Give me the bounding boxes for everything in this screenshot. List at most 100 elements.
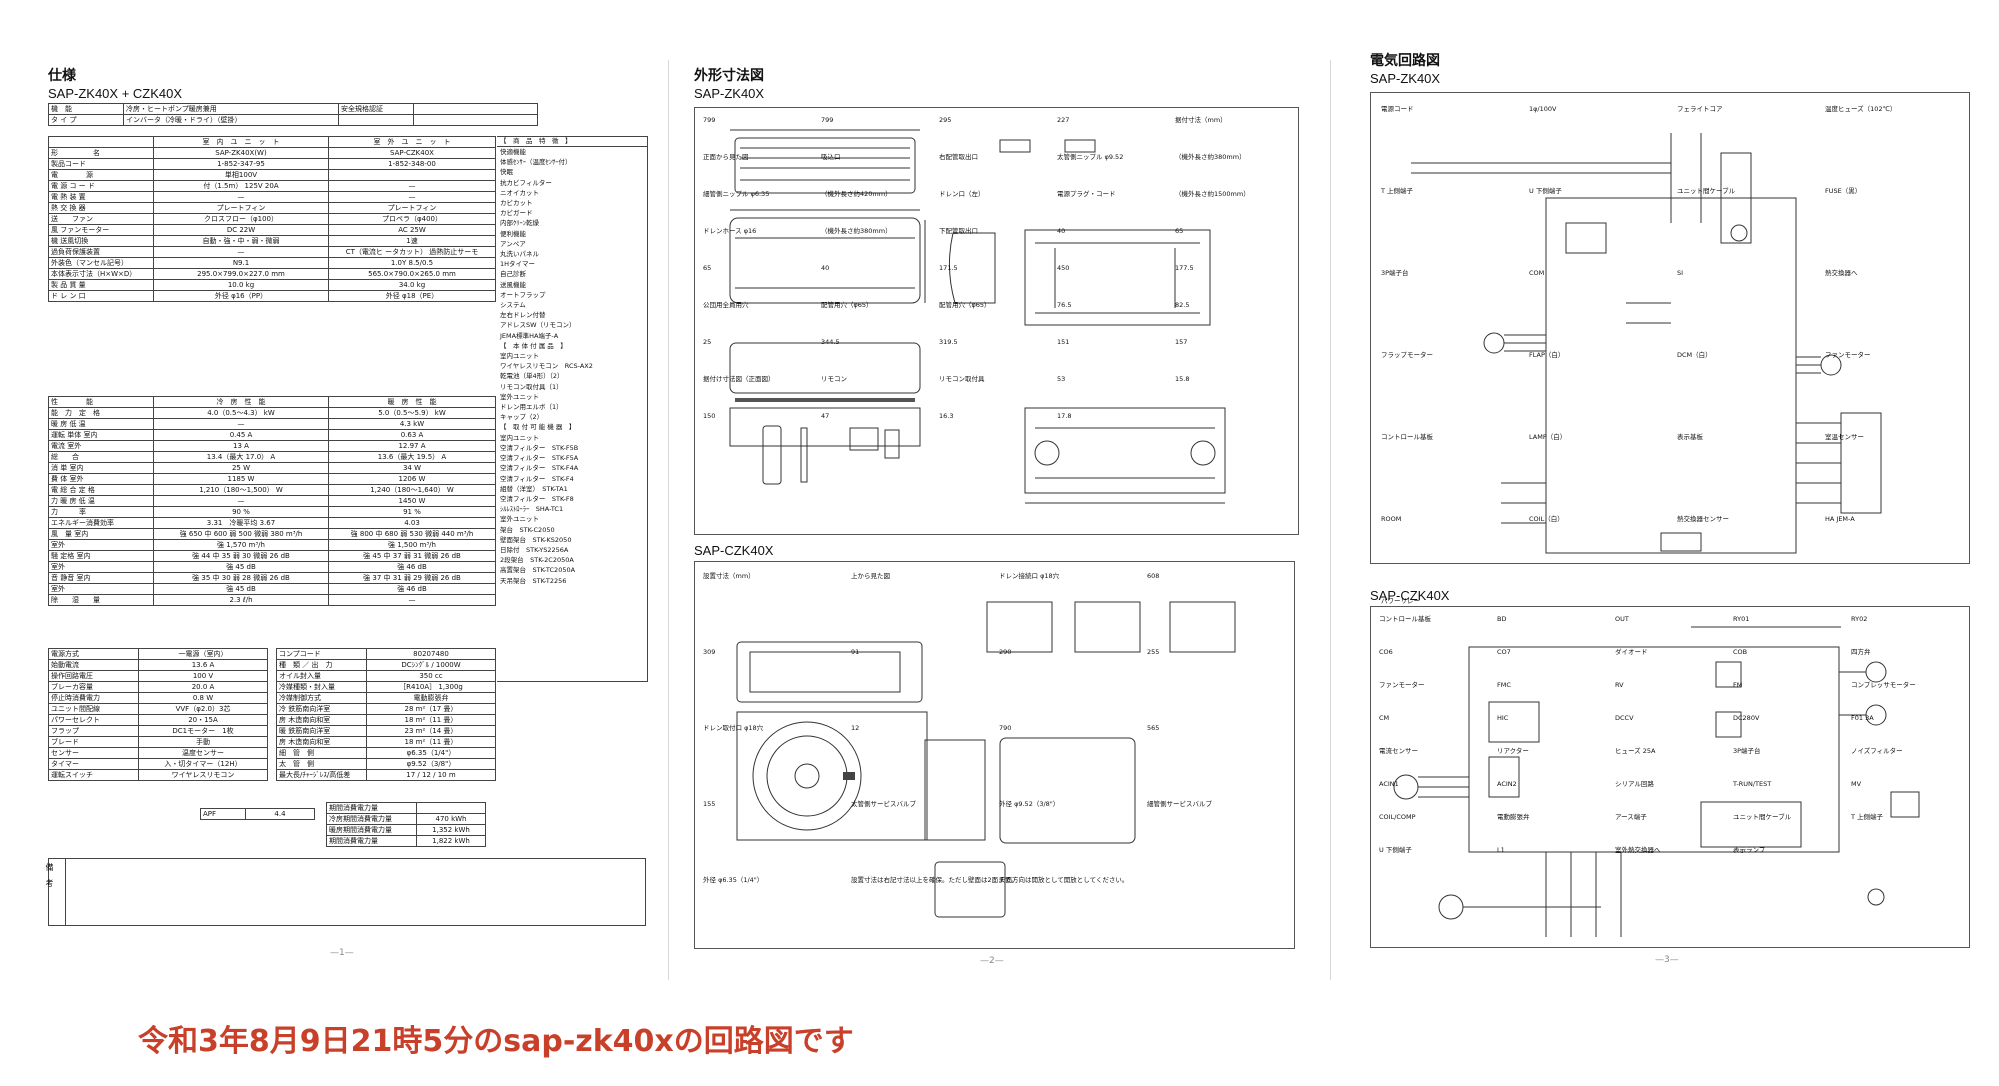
drawing-label: 565 — [1147, 724, 1160, 732]
table-cell: 製品コード — [48, 158, 154, 170]
circuit-page-number: —3— — [1655, 955, 1679, 965]
drawing-label: コントロール基板 — [1379, 615, 1431, 623]
drawing-label: ACIN2 — [1497, 780, 1517, 788]
drawing-label: 150 — [703, 412, 716, 420]
table-cell: DC1モーター 1枚 — [138, 725, 268, 737]
drawing-label: OUT — [1615, 615, 1629, 623]
table-cell: 350 cc — [366, 670, 496, 682]
drawing-label: CO7 — [1497, 648, 1511, 656]
table-cell: ワイヤレスリモコン — [138, 769, 268, 781]
spec-page-number: —1— — [330, 948, 354, 958]
table-cell: 機 能 — [48, 103, 124, 115]
table-row: ブレード手動 — [48, 736, 268, 748]
page-gap-2 — [1330, 60, 1331, 980]
table-cell — [413, 114, 538, 126]
feature-item: 抗カビフィルター — [500, 178, 552, 187]
drawing-label: 室外熱交換器へ — [1615, 846, 1661, 854]
circuit-page: 電気回路図 SAP-ZK40X — [1340, 50, 1980, 970]
drawing-label: RY02 — [1851, 615, 1868, 623]
table-cell: 25 W — [153, 462, 329, 474]
table-cell: 費 体 室外 — [48, 473, 154, 485]
table-cell: 細 管 側 — [276, 747, 367, 759]
table-cell: 始動電流 — [48, 659, 139, 671]
table-cell: 電 熱 装 置 — [48, 191, 154, 203]
table-cell: クロスフロー（φ100） — [153, 213, 329, 225]
table-cell: 力 暖 房 低 温 — [48, 495, 154, 507]
table-cell: 電源方式 — [48, 648, 139, 660]
table-cell: 91 % — [328, 506, 496, 518]
drawing-label: HIC — [1497, 714, 1509, 722]
drawing-label: 表示ランプ — [1733, 846, 1766, 854]
drawing-label: 608 — [1147, 572, 1160, 580]
table-cell: 90 % — [153, 506, 329, 518]
drawing-label: DC280V — [1733, 714, 1760, 722]
table-cell: DCｼﾝｸﾞﾙ / 1000W — [366, 659, 496, 671]
drawing-label: パワーリレー — [1381, 597, 1420, 605]
drawing-label: 3P端子台 — [1381, 269, 1409, 277]
caption-text: 令和3年8月9日21時5分のsap-zk40xの回路図です — [138, 1024, 854, 1059]
feature-item: 室内ユニット — [500, 433, 539, 442]
drawing-label: ROOM — [1381, 515, 1402, 523]
table-cell: 力 率 — [48, 506, 154, 518]
table-cell: 295.0×799.0×227.0 mm — [153, 268, 329, 280]
drawing-label: 17.8 — [1057, 412, 1072, 420]
feature-item: 空清フィルター STK-F5A — [500, 454, 579, 463]
dimension-model-bottom: SAP-CZK40X — [694, 543, 774, 558]
table-cell: 強 44 中 35 弱 30 微弱 26 dB — [153, 550, 329, 562]
table-cell: 製 品 質 量 — [48, 279, 154, 291]
table-cell: 能 力 定 格 — [48, 407, 154, 419]
drawing-label: 下配管取出口 — [939, 227, 978, 235]
table-cell: 強 800 中 680 弱 530 微弱 440 m³/h — [328, 528, 496, 540]
table-row: 冷媒制御方式電動膨張弁 — [276, 692, 496, 704]
table-cell: 期間消費電力量 — [326, 835, 417, 847]
dimension-page: 外形寸法図 SAP-ZK40X — [680, 50, 1320, 970]
table-cell: 電流 室外 — [48, 440, 154, 452]
table-cell: 強 35 中 30 弱 28 微弱 26 dB — [153, 572, 329, 584]
feature-item: アンペア — [500, 239, 526, 248]
feature-item: ニオイカット — [500, 188, 539, 197]
table-cell: 総 合 — [48, 451, 154, 463]
table-row: 電源方式一電源（室内） — [48, 648, 268, 660]
table-cell: センサー — [48, 747, 139, 759]
table-cell: SAP-CZK40X — [328, 147, 496, 159]
table-cell: — — [328, 180, 496, 192]
drawing-label: 290 — [999, 648, 1012, 656]
drawing-label: 82.5 — [1175, 301, 1190, 309]
table-row: 機 能冷房・ヒートポンプ暖房兼用安全規格認証 — [48, 103, 538, 115]
table-cell: 自動・強・中・弱・微弱 — [153, 235, 329, 247]
drawing-label: DCCV — [1615, 714, 1634, 722]
table-cell: — — [153, 246, 329, 258]
feature-item: 1Hタイマー — [500, 260, 536, 269]
table-cell: 冷 房 性 能 — [153, 396, 329, 408]
feature-item: 【 本 体 付 属 品 】 — [500, 341, 567, 350]
drawing-label: 344.5 — [821, 338, 840, 346]
table-cell: 1,240（180〜1,640） W — [328, 484, 496, 496]
table-cell: ド レ ン 口 — [48, 290, 154, 302]
table-cell: 入・切タイマー（12H） — [138, 758, 268, 770]
features-header: 【 商 品 特 徴 】 — [497, 137, 647, 147]
table-cell: 34 W — [328, 462, 496, 474]
drawing-label: ダイオード — [1615, 648, 1648, 656]
table-cell: — — [328, 594, 496, 606]
drawing-label: 太管側サービスバルブ — [851, 800, 916, 808]
table-cell: タイマー — [48, 758, 139, 770]
feature-item: JEMA標準HA端子-A — [500, 331, 559, 340]
table-cell: 音 静音 室内 — [48, 572, 154, 584]
